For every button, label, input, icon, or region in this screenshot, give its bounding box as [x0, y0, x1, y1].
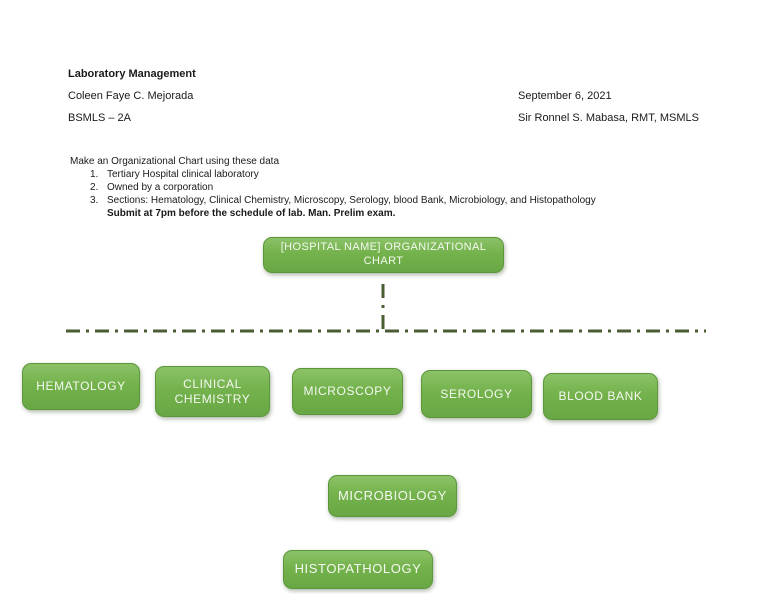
org-chart-root-box[interactable]: [HOSPITAL NAME] ORGANIZATIONAL CHART: [263, 237, 504, 273]
list-item-number: 1.: [90, 169, 99, 180]
list-item: 2. Owned by a corporation: [70, 181, 720, 194]
list-item: 3. Sections: Hematology, Clinical Chemis…: [70, 194, 720, 207]
submission-note: Submit at 7pm before the schedule of lab…: [107, 208, 396, 219]
org-chart-box-microscopy[interactable]: MICROSCOPY: [292, 368, 403, 415]
org-chart-box-hematology[interactable]: HEMATOLOGY: [22, 363, 140, 410]
subject-title: Laboratory Management: [68, 68, 196, 80]
assignment-instructions: Make an Organizational Chart using these…: [70, 155, 720, 220]
list-item-text: Sections: Hematology, Clinical Chemistry…: [107, 195, 596, 206]
org-chart-box-serology[interactable]: SEROLOGY: [421, 370, 532, 418]
list-item-text: Owned by a corporation: [107, 182, 214, 193]
list-item-number: 3.: [90, 195, 99, 206]
org-chart-box-blood-bank[interactable]: BLOOD BANK: [543, 373, 658, 420]
instructions-intro: Make an Organizational Chart using these…: [70, 156, 280, 167]
student-name: Coleen Faye C. Mejorada: [68, 90, 194, 102]
date: September 6, 2021: [518, 90, 612, 102]
list-item-number: 2.: [90, 182, 99, 193]
list-item-text: Tertiary Hospital clinical laboratory: [107, 169, 259, 180]
list-item: 1. Tertiary Hospital clinical laboratory: [70, 168, 720, 181]
class-section: BSMLS – 2A: [68, 112, 131, 124]
instructor-name: Sir Ronnel S. Mabasa, RMT, MSMLS: [518, 112, 699, 124]
org-chart-box-microbiology[interactable]: MICROBIOLOGY: [328, 475, 457, 517]
org-chart-box-clinical-chemistry[interactable]: CLINICAL CHEMISTRY: [155, 366, 270, 417]
org-chart-box-histopathology[interactable]: HISTOPATHOLOGY: [283, 550, 433, 589]
